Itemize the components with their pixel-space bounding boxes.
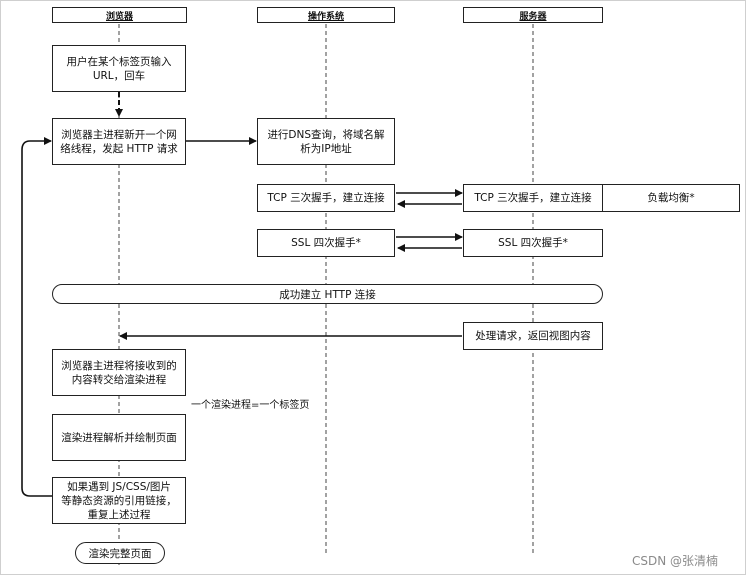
step-tcp-client: TCP 三次握手，建立连接 [257, 184, 395, 212]
arrow-loop-back [21, 137, 52, 497]
step-handle-request: 处理请求，返回视图内容 [463, 322, 603, 350]
step-render-complete: 渲染完整页面 [75, 542, 165, 564]
step-render-page: 渲染进程解析并绘制页面 [52, 414, 186, 461]
step-new-network-thread: 浏览器主进程新开一个网 络线程，发起 HTTP 请求 [52, 118, 186, 165]
watermark: CSDN @张清楠 [632, 554, 719, 568]
step-dns-lookup: 进行DNS查询，将域名解 析为IP地址 [257, 118, 395, 165]
lane-header-server: 服务器 [463, 7, 603, 23]
step-load-balance: 负载均衡* [602, 184, 740, 212]
step-static-resources: 如果遇到 JS/CSS/图片 等静态资源的引用链接， 重复上述过程 [52, 477, 186, 524]
lane-header-browser: 浏览器 [52, 7, 187, 23]
step-transfer-to-renderer: 浏览器主进程将接收到的 内容转交给渲染进程 [52, 349, 186, 396]
step-tcp-server: TCP 三次握手，建立连接 [463, 184, 603, 212]
lane-header-os: 操作系统 [257, 7, 395, 23]
http-connection-established: 成功建立 HTTP 连接 [52, 284, 603, 304]
step-ssl-client: SSL 四次握手* [257, 229, 395, 257]
renderer-note: 一个渲染进程=一个标签页 [191, 400, 310, 411]
step-input-url: 用户在某个标签页输入 URL，回车 [52, 45, 186, 92]
step-ssl-server: SSL 四次握手* [463, 229, 603, 257]
